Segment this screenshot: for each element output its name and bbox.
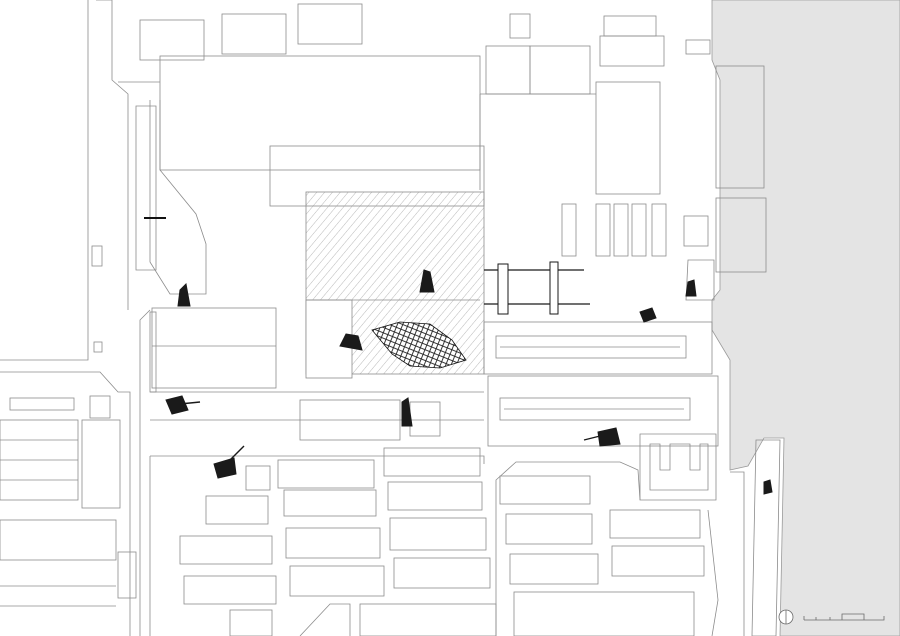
crane-icon	[763, 479, 773, 495]
building-row-top	[139, 3, 711, 95]
left-block	[149, 307, 277, 393]
north-arrow-icon	[778, 609, 794, 625]
crane-icon	[177, 282, 191, 307]
crane-markers	[165, 269, 773, 495]
crane-icon	[419, 269, 435, 293]
scale-bar-icon	[803, 613, 885, 621]
crane-icon	[165, 395, 189, 415]
crane-icon	[597, 427, 621, 447]
storage-grid	[371, 321, 467, 369]
southeast-blocks	[495, 433, 781, 636]
warehouse-strips	[561, 203, 715, 301]
crane-icon	[213, 457, 237, 479]
crane-icon	[639, 307, 657, 323]
crane-icon	[685, 279, 697, 297]
west-building	[91, 100, 207, 353]
rail-tracks	[484, 261, 590, 315]
south-warehouses	[149, 447, 497, 636]
road-network	[0, 0, 160, 636]
west-parcels	[0, 395, 137, 599]
crane-icon	[401, 397, 413, 427]
crane-icon	[339, 333, 363, 351]
water-area	[711, 0, 900, 636]
